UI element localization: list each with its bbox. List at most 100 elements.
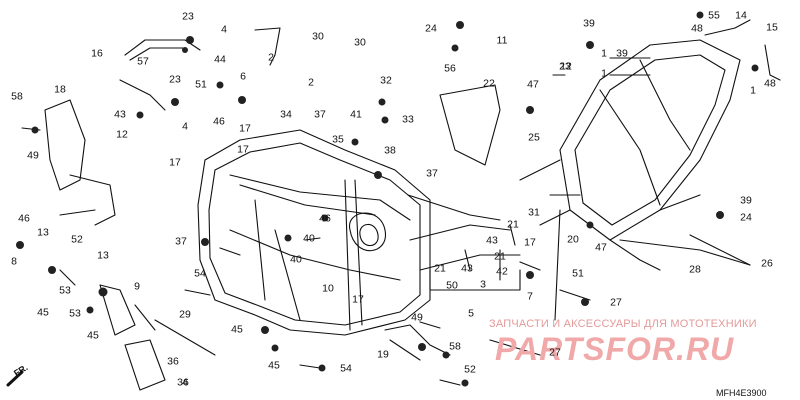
callout-number: 9 — [134, 280, 140, 293]
diagram-code: MFH4E3900 — [716, 388, 767, 398]
callout-number: 43 — [461, 262, 473, 275]
callout-number: 45 — [87, 329, 99, 342]
rear-frame — [559, 39, 741, 241]
callout-number: 58 — [449, 340, 461, 353]
callout-number: 10 — [322, 282, 334, 295]
callout-number: 33 — [402, 113, 414, 126]
callout-number: 23 — [169, 73, 181, 86]
callout-number: 50 — [446, 279, 458, 292]
callout-number: 39 — [583, 17, 595, 30]
main-frame — [197, 129, 431, 336]
callout-number: 22 — [483, 77, 495, 90]
callout-number: 17 — [352, 293, 364, 306]
callout-number: 24 — [425, 22, 437, 35]
callout-number: 42 — [496, 265, 508, 278]
callout-number: 45 — [37, 306, 49, 319]
callout-number: 15 — [766, 21, 778, 34]
callout-number: 55 — [708, 9, 720, 22]
watermark-logo: PARTSFOR.RU — [495, 331, 735, 367]
callout-number: 37 — [314, 108, 326, 121]
callout-number: 52 — [464, 363, 476, 376]
callout-number: 27 — [549, 346, 561, 359]
callout-number: 30 — [312, 30, 324, 43]
callout-number: 13 — [97, 249, 109, 262]
callout-number: 32 — [380, 74, 392, 87]
callout-number: 38 — [384, 144, 396, 157]
callout-number: 29 — [179, 308, 191, 321]
callout-number: 8 — [11, 255, 17, 268]
callout-number: 46 — [18, 212, 30, 225]
callout-number: 16 — [91, 47, 103, 60]
callout-number: 21 — [494, 250, 506, 263]
callout-number: 19 — [377, 348, 389, 361]
callout-number: 17 — [524, 236, 536, 249]
callout-number: 17 — [239, 122, 251, 135]
callout-number: 58 — [11, 90, 23, 103]
callout-number: 48 — [691, 22, 703, 35]
callout-number: 37 — [175, 235, 187, 248]
callout-number: 1 — [601, 67, 607, 80]
callout-number: 43 — [486, 234, 498, 247]
callout-number: 1 — [750, 84, 756, 97]
callout-number: 31 — [528, 206, 540, 219]
callout-number: 41 — [350, 108, 362, 121]
callout-number: 2 — [308, 76, 314, 89]
callout-number: 30 — [354, 36, 366, 49]
callout-number: 6 — [240, 70, 246, 83]
callout-number: 23 — [559, 60, 571, 73]
callout-number: 18 — [54, 83, 66, 96]
callout-number: 27 — [610, 296, 622, 309]
callout-number: 47 — [595, 241, 607, 254]
callout-number: 48 — [764, 77, 776, 90]
callout-number: 17 — [237, 143, 249, 156]
callout-number: 39 — [616, 47, 628, 60]
callout-number: 26 — [761, 257, 773, 270]
callout-number: 40 — [303, 232, 315, 245]
callout-number: 14 — [735, 9, 747, 22]
callout-number: 17 — [169, 156, 181, 169]
callout-number: 1 — [601, 47, 607, 60]
callout-number: 34 — [280, 108, 292, 121]
callout-number: 43 — [114, 108, 126, 121]
callout-number: 11 — [496, 34, 508, 47]
callout-number: 28 — [689, 263, 701, 276]
callout-number: 44 — [214, 53, 226, 66]
callout-number: 35 — [332, 133, 344, 146]
callout-number: 51 — [195, 78, 207, 91]
callout-number: 37 — [426, 167, 438, 180]
callout-number: 53 — [69, 307, 81, 320]
engine-hanger-plate — [44, 99, 86, 191]
callout-number: 54 — [340, 362, 352, 375]
callout-number: 36 — [177, 376, 189, 389]
callout-number: 39 — [740, 194, 752, 207]
callout-number: 52 — [71, 233, 83, 246]
callout-number: 20 — [567, 233, 579, 246]
callout-number: 40 — [290, 253, 302, 266]
callout-number: 23 — [182, 10, 194, 23]
callout-number: 46 — [213, 115, 225, 128]
callout-number: 47 — [527, 78, 539, 91]
callout-number: 2 — [268, 51, 274, 64]
callout-number: 56 — [444, 62, 456, 75]
callout-number: 57 — [137, 55, 149, 68]
callout-number: 49 — [27, 149, 39, 162]
callout-number: 53 — [59, 284, 71, 297]
callout-number: 12 — [560, 60, 572, 73]
callout-number: 5 — [468, 307, 474, 320]
callout-number: 36 — [167, 355, 179, 368]
callout-number: 45 — [268, 359, 280, 372]
callout-number: 7 — [527, 290, 533, 303]
callout-number: 4 — [182, 120, 188, 133]
callout-number: 51 — [572, 267, 584, 280]
callout-number: 21 — [507, 218, 519, 231]
callout-number: 45 — [231, 323, 243, 336]
callout-number: 54 — [194, 267, 206, 280]
callout-number: 4 — [182, 376, 188, 389]
callout-number: 21 — [434, 262, 446, 275]
callout-number: 49 — [411, 311, 423, 324]
watermark-caption: ЗАПЧАСТИ И АКСЕССУАРЫ ДЛЯ МОТОТЕХНИКИ — [489, 318, 757, 330]
callout-number: 12 — [116, 128, 128, 141]
callout-number: 25 — [528, 131, 540, 144]
